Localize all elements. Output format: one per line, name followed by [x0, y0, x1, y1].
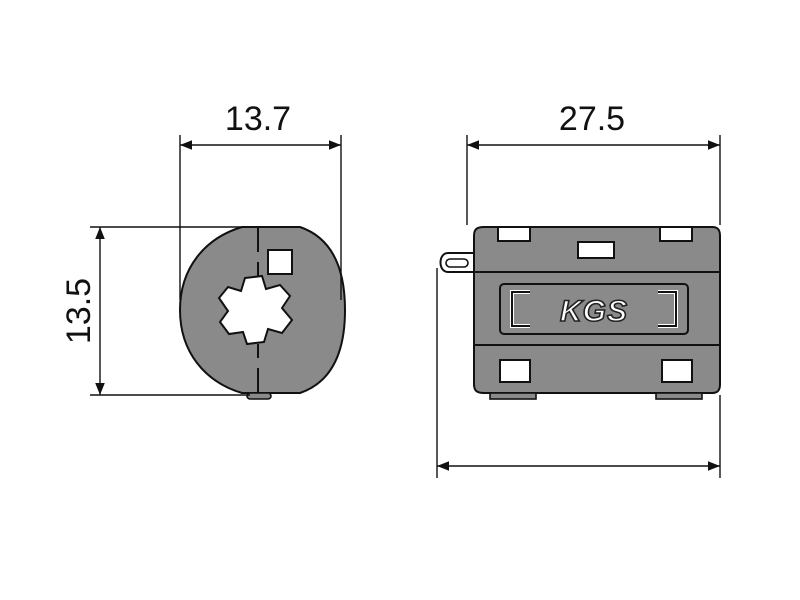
side-view-foot-right: [655, 392, 703, 400]
side-view-window-bottom-left: [499, 359, 531, 383]
overall-length-dimension: [436, 268, 721, 478]
end-width-label: 13.7: [225, 100, 291, 138]
end-view-bottom-tab: [246, 392, 272, 400]
side-view-window-top-left: [497, 226, 531, 242]
end-width-dimension: 13.7: [179, 100, 342, 300]
side-view-window-top-right: [659, 226, 693, 242]
side-view-window-bottom-right: [661, 359, 693, 383]
brand-logo: KGS: [560, 295, 628, 328]
logo-plate: [499, 283, 689, 335]
end-view: [178, 226, 347, 400]
side-view-tie-slot: [445, 258, 469, 268]
end-view-bore: [217, 274, 294, 346]
side-view-window-top-center: [577, 241, 615, 259]
end-view-latch: [267, 249, 293, 275]
side-view-foot-left: [489, 392, 537, 400]
end-height-label: 13.5: [60, 278, 98, 344]
end-height-dimension: 13.5: [60, 226, 250, 396]
side-length-dimension: 27.5: [466, 100, 721, 225]
side-length-label: 27.5: [559, 100, 625, 138]
side-view: KGS: [439, 226, 721, 400]
